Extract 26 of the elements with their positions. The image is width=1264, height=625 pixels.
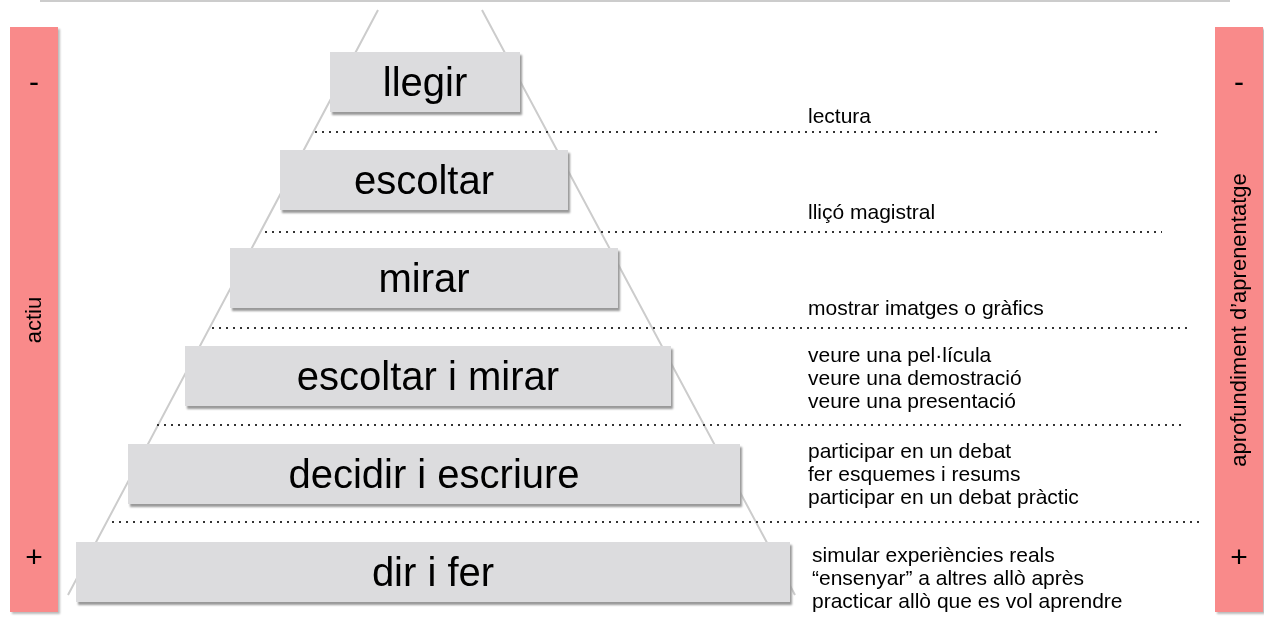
scale-bar	[10, 27, 58, 612]
pyramid-level: dir i fer	[76, 542, 790, 602]
activity-text: “ensenyar” a altres allò après	[812, 566, 1084, 589]
activity-text: mostrar imatges o gràfics	[808, 296, 1044, 319]
minus-sign: -	[28, 67, 40, 97]
activity-text: participar en un debat	[808, 439, 1012, 462]
activity-text: fer esquemes i resums	[808, 462, 1021, 485]
activity-text: simular experiències reals	[812, 543, 1055, 566]
minus-sign: -	[1233, 67, 1245, 97]
activity-text: veure una demostració	[808, 366, 1022, 389]
axis-label: aprofundiment d’aprenentatge	[1226, 172, 1252, 467]
pyramid-level: escoltar i mirar	[185, 346, 671, 406]
activity-text: participar en un debat pràctic	[808, 485, 1079, 508]
activity-text: lliçó magistral	[808, 200, 936, 223]
pyramid-level: decidir i escriure	[128, 444, 740, 504]
pyramid-level: llegir	[330, 52, 520, 112]
scale-bar	[1215, 27, 1263, 612]
activity-text: veure una pel·lícula	[808, 343, 992, 366]
pyramid-level: escoltar	[280, 150, 568, 210]
activity-text: practicar allò que es vol aprendre	[812, 589, 1123, 612]
pyramid-level: mirar	[230, 248, 618, 308]
plus-sign: +	[24, 542, 44, 572]
axis-label: actiu	[21, 296, 47, 343]
activity-text: lectura	[808, 104, 872, 127]
plus-sign: +	[1229, 542, 1249, 572]
activity-text: veure una presentació	[808, 389, 1016, 412]
